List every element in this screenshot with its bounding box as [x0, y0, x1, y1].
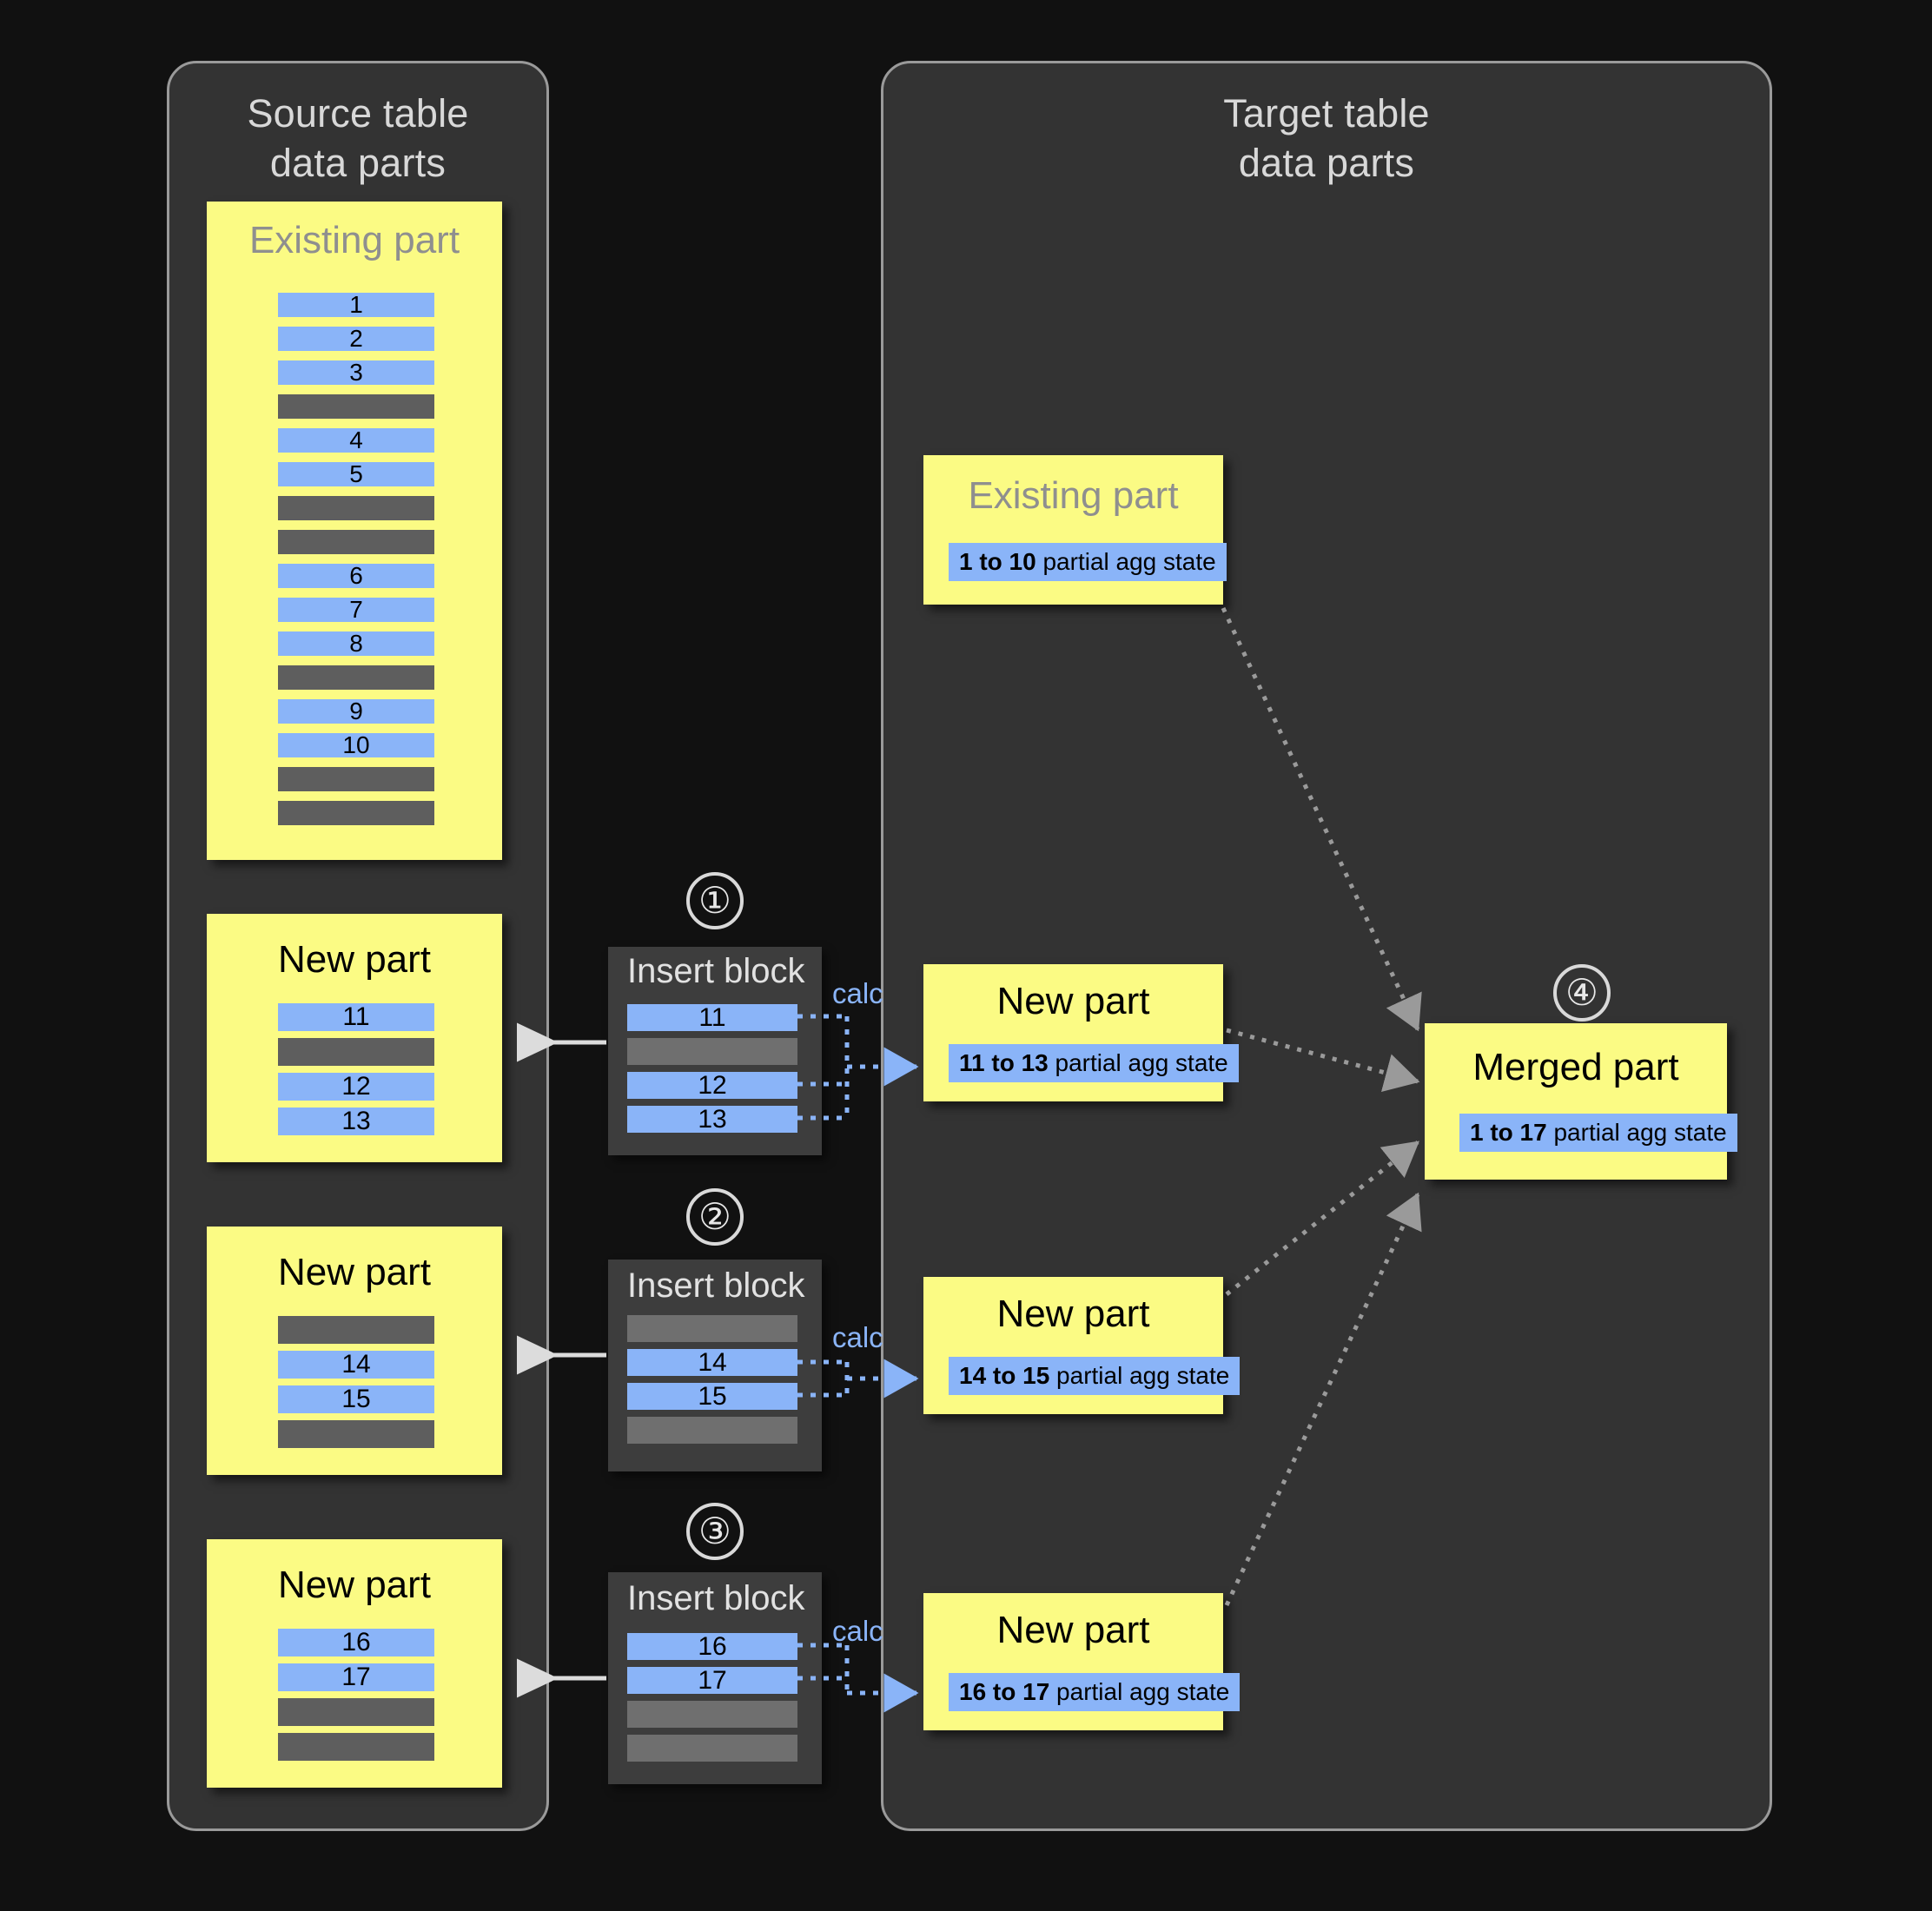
agg-range-label: 1 to 10	[959, 548, 1036, 575]
data-row-empty	[278, 1733, 434, 1761]
data-row-value: 17	[627, 1667, 797, 1694]
agg-suffix-label: partial agg state	[1048, 1049, 1228, 1076]
data-row-empty	[278, 801, 434, 825]
step-circle-4: ④	[1553, 964, 1611, 1022]
data-row-empty	[627, 1315, 797, 1342]
data-row-value: 16	[278, 1629, 434, 1656]
step-circle-3: ③	[686, 1503, 744, 1560]
data-row-empty	[627, 1701, 797, 1728]
agg-suffix-label: partial agg state	[1049, 1678, 1230, 1705]
target-existing-part-agg: 1 to 10 partial agg state	[949, 543, 1227, 581]
data-row-value: 11	[278, 1003, 434, 1031]
data-row-empty	[278, 1420, 434, 1448]
data-row-value: 13	[627, 1106, 797, 1133]
merged-part-title: Merged part	[1472, 1046, 1679, 1088]
data-row-empty	[278, 1038, 434, 1066]
data-row-value: 8	[278, 631, 434, 656]
target-existing-part-title: Existing part	[968, 474, 1179, 517]
data-row-value: 12	[278, 1073, 434, 1101]
step-circle-2: ②	[686, 1188, 744, 1246]
source-new-part-1-title: New part	[277, 938, 432, 981]
data-row-value: 3	[278, 360, 434, 385]
data-row-value: 9	[278, 699, 434, 724]
target-new-part-3-agg: 16 to 17 partial agg state	[949, 1673, 1241, 1711]
data-row-empty	[278, 394, 434, 419]
target-new-part-3-title: New part	[996, 1609, 1150, 1651]
target-new-part-1-title: New part	[996, 980, 1150, 1022]
source-new-part-2-title: New part	[277, 1251, 432, 1293]
data-row-value: 4	[278, 428, 434, 453]
data-row-value: 5	[278, 462, 434, 486]
data-row-value: 16	[627, 1633, 797, 1660]
merged-part-agg: 1 to 17 partial agg state	[1459, 1114, 1737, 1152]
insert-block-2-title: Insert block	[627, 1266, 805, 1305]
data-row-empty	[627, 1735, 797, 1762]
target-new-part-2-agg: 14 to 15 partial agg state	[949, 1357, 1241, 1395]
target-new-part-1-agg: 11 to 13 partial agg state	[949, 1044, 1239, 1082]
data-row-value: 17	[278, 1663, 434, 1691]
calc-label-3: calc	[832, 1615, 883, 1647]
source-new-part-3-title: New part	[277, 1564, 432, 1606]
data-row-value: 6	[278, 564, 434, 588]
data-row-empty	[278, 665, 434, 690]
calc-label-2: calc	[832, 1321, 883, 1353]
merged-part	[1425, 1023, 1727, 1180]
data-row-value: 13	[278, 1108, 434, 1135]
agg-range-label: 11 to 13	[959, 1049, 1049, 1076]
data-row-empty	[278, 496, 434, 520]
source-table-panel-title: Source table data parts	[247, 91, 469, 185]
data-row-value: 2	[278, 327, 434, 351]
target-new-part-2-title: New part	[996, 1293, 1150, 1335]
data-row-value: 11	[627, 1004, 797, 1031]
calc-label-1: calc	[832, 977, 883, 1009]
agg-range-label: 14 to 15	[959, 1362, 1050, 1389]
insert-block-1-title: Insert block	[627, 952, 805, 990]
data-row-value: 14	[627, 1349, 797, 1376]
data-row-value: 10	[278, 733, 434, 757]
target-table-panel	[881, 61, 1772, 1831]
data-row-empty	[278, 1316, 434, 1344]
target-table-panel-title: Target table data parts	[1223, 91, 1430, 185]
data-row-value: 15	[278, 1385, 434, 1413]
data-row-value: 1	[278, 293, 434, 317]
agg-suffix-label: partial agg state	[1035, 548, 1216, 575]
source-existing-part-title: Existing part	[248, 219, 460, 261]
agg-suffix-label: partial agg state	[1546, 1119, 1727, 1146]
agg-suffix-label: partial agg state	[1049, 1362, 1230, 1389]
data-row-value: 12	[627, 1072, 797, 1099]
agg-range-label: 1 to 17	[1470, 1119, 1547, 1146]
data-row-value: 14	[278, 1351, 434, 1379]
data-row-empty	[278, 530, 434, 554]
step-circle-1: ①	[686, 872, 744, 929]
data-row-empty	[627, 1417, 797, 1444]
data-row-value: 7	[278, 598, 434, 622]
data-row-value: 15	[627, 1383, 797, 1410]
agg-range-label: 16 to 17	[959, 1678, 1050, 1705]
insert-block-3-title: Insert block	[627, 1579, 805, 1617]
data-row-empty	[278, 1698, 434, 1726]
data-row-empty	[278, 767, 434, 791]
data-row-empty	[627, 1038, 797, 1065]
